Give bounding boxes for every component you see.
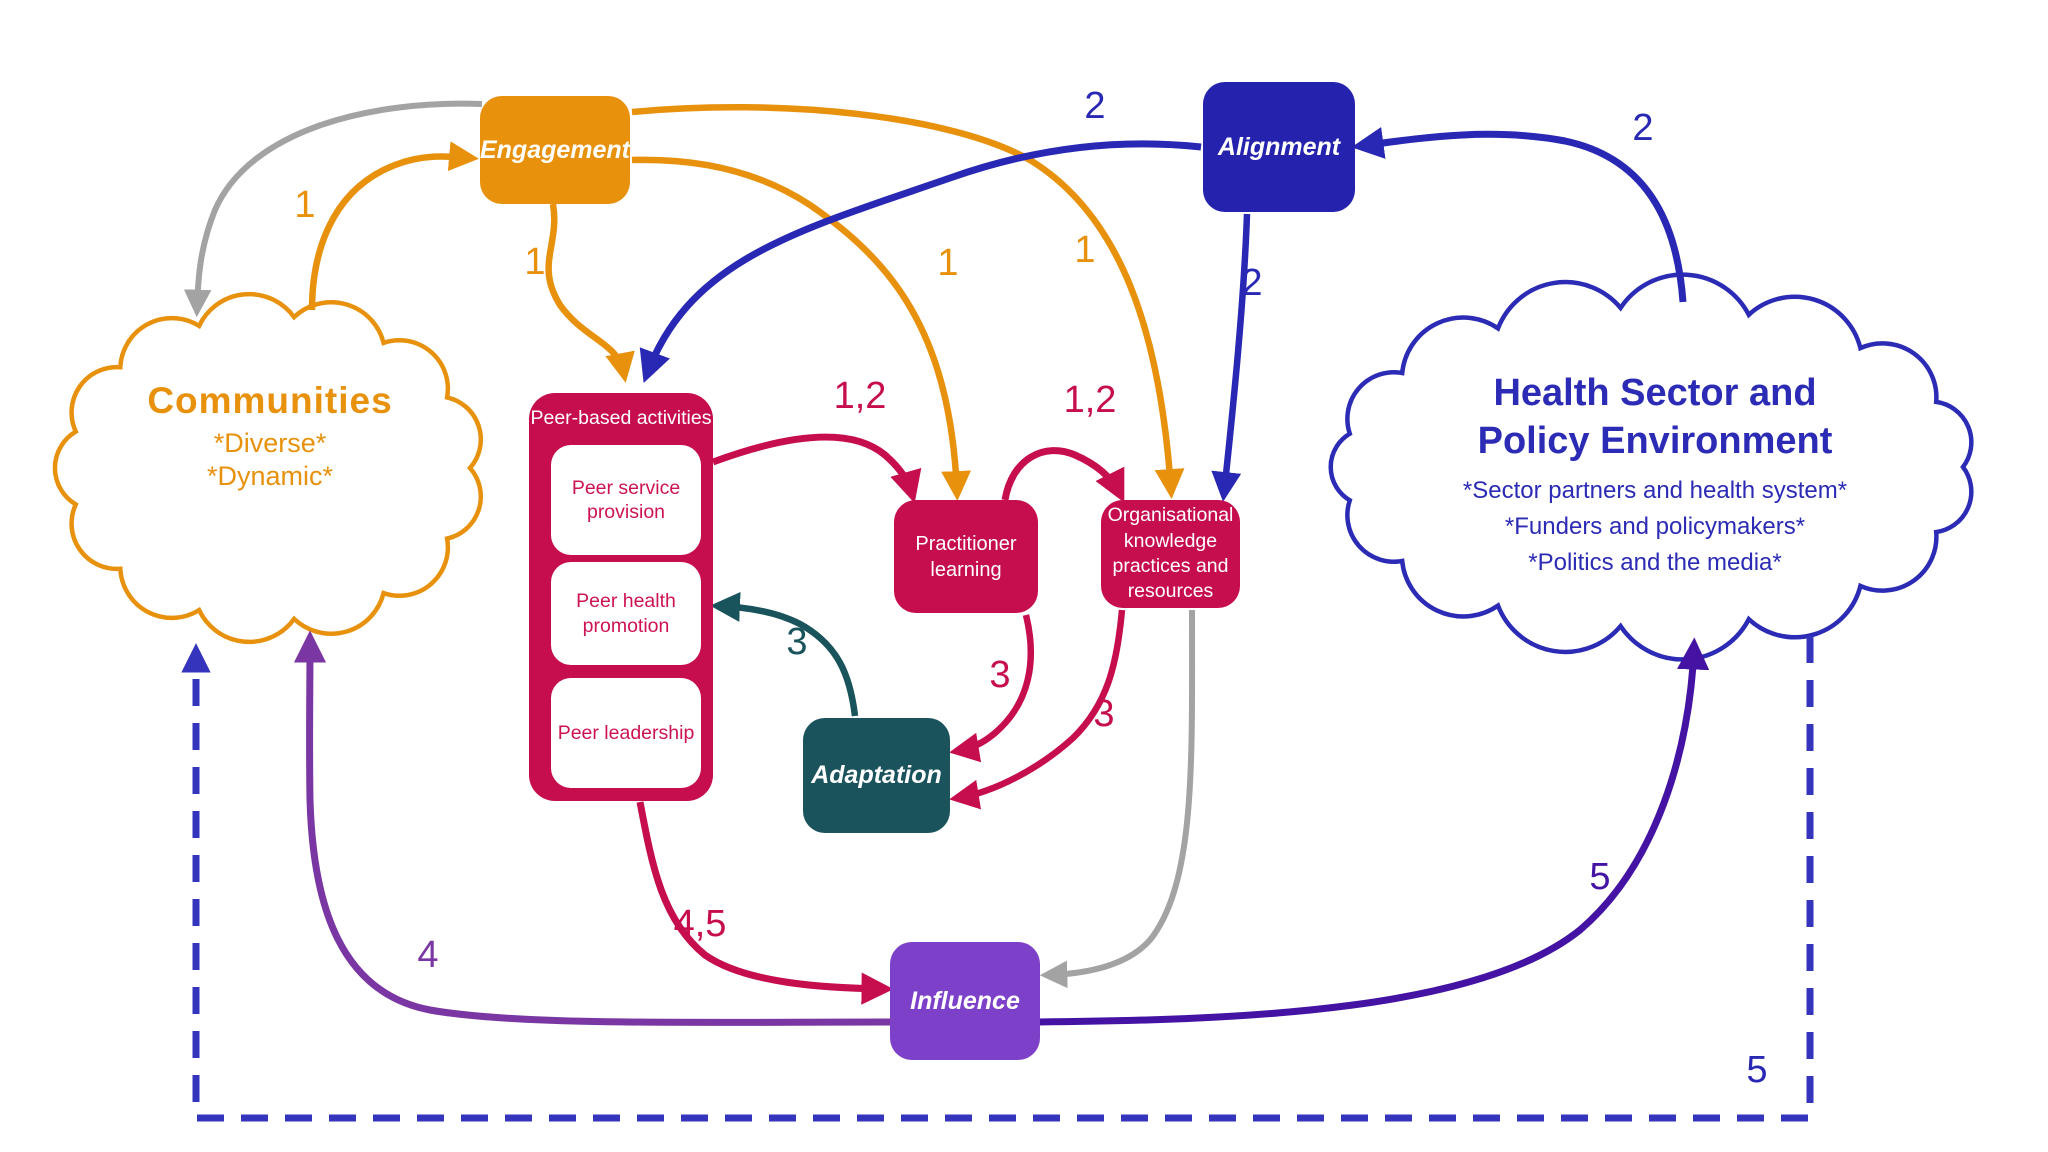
label-1-engagement-practitioner: 1 (937, 242, 959, 284)
arrow-peer-service-to-practitioner (711, 433, 922, 504)
label-12-peer-practitioner: 1,2 (833, 375, 887, 417)
health-sector-cloud (1328, 272, 1974, 662)
peer-health-promotion-box: Peer health promotion (551, 562, 701, 665)
health-sub-funders: *Funders and policymakers* (1504, 513, 1806, 540)
label-5-influence-health: 5 (1589, 856, 1611, 898)
communities-sub-diverse: *Diverse* (213, 428, 327, 458)
arrow-health-to-alignment (1351, 127, 1687, 303)
label-3-adaptation-peer-based: 3 (786, 621, 808, 663)
label-3-practitioner-adaptation: 3 (989, 654, 1011, 696)
label-45-peer-influence: 4,5 (673, 903, 727, 945)
communities-title: Communities (147, 380, 393, 421)
arrow-peer-based-to-influence (636, 801, 894, 1005)
adaptation-box: Adaptation (803, 718, 950, 833)
arrow-organisational-to-adaptation (949, 609, 1126, 810)
peer-based-activities-box: Peer-based activities Peer service provi… (529, 393, 713, 801)
communities-sub-dynamic: *Dynamic* (206, 461, 334, 491)
label-12-practitioner-org: 1,2 (1063, 379, 1117, 421)
label-1-engagement-peer-based: 1 (524, 241, 546, 283)
practitioner-learning-box: Practitioner learning (894, 500, 1038, 613)
label-1-communities-engagement: 1 (294, 184, 316, 226)
arrow-practitioner-to-adaptation (949, 614, 1034, 763)
arrow-engagement-to-peer-based (545, 203, 635, 383)
organisational-knowledge-box: Organisational knowledge practices and r… (1101, 500, 1240, 608)
label-4-influence-communities: 4 (417, 934, 439, 976)
arrow-engagement-to-communities (183, 100, 483, 318)
arrow-practitioner-to-organisational (1001, 447, 1125, 503)
label-2-alignment-peer-based: 2 (1084, 85, 1106, 127)
peer-based-activities-header: Peer-based activities (530, 407, 712, 429)
arrow-communities-to-engagement (308, 141, 479, 311)
label-3-org-adaptation: 3 (1093, 693, 1115, 735)
arrow-alignment-to-peer-based (639, 140, 1202, 384)
label-2-alignment-organisational: 2 (1241, 262, 1263, 304)
engagement-box: Engagement (480, 96, 630, 204)
health-sub-sector-partners: *Sector partners and health system* (1462, 477, 1848, 504)
arrow-organisational-to-influence (1039, 609, 1196, 989)
arrow-dashed-health-to-communities (181, 636, 1814, 1122)
health-cloud-text: Health Sector and Policy Environment *Se… (1400, 370, 1910, 581)
health-sub-politics: *Politics and the media* (1528, 549, 1782, 576)
peer-leadership-box: Peer leadership (551, 678, 701, 788)
label-5-dashed-loop: 5 (1746, 1049, 1768, 1091)
arrow-influence-to-health (1037, 637, 1710, 1026)
arrow-engagement-to-organisational (631, 103, 1185, 499)
peer-service-provision-box: Peer service provision (551, 445, 701, 555)
arrow-influence-to-communities (293, 630, 893, 1026)
label-2-health-alignment: 2 (1632, 107, 1654, 149)
arrow-alignment-to-organisational (1211, 213, 1251, 502)
influence-box: Influence (890, 942, 1040, 1060)
communities-cloud (52, 291, 484, 645)
health-title-line2: Policy Environment (1477, 419, 1833, 462)
alignment-box: Alignment (1203, 82, 1355, 212)
label-1-engagement-organisational: 1 (1074, 229, 1096, 271)
communities-cloud-text: Communities *Diverse* *Dynamic* (90, 380, 450, 492)
arrow-adaptation-to-peer-based (710, 591, 859, 717)
health-title-line1: Health Sector and (1493, 372, 1817, 414)
